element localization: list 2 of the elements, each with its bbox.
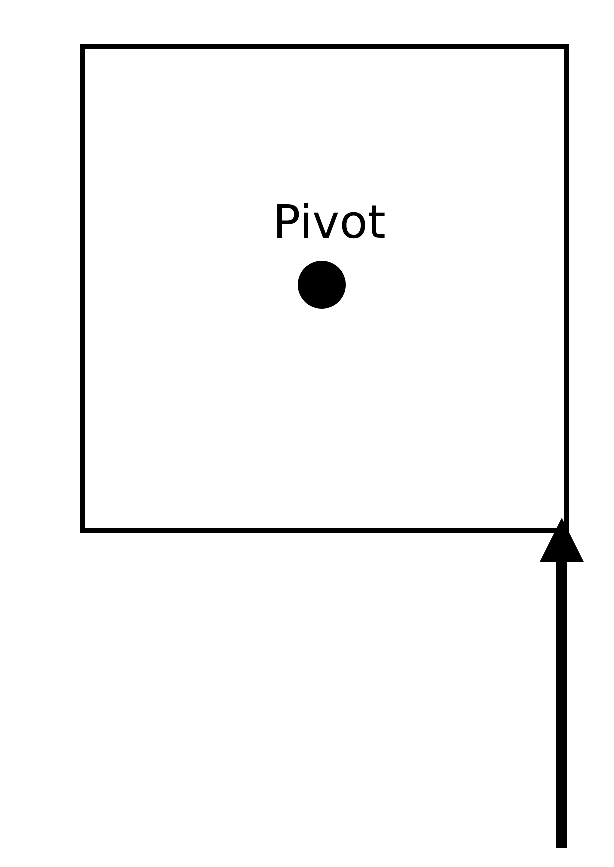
rigid-square-body	[80, 44, 569, 533]
pivot-label: Pivot	[273, 199, 386, 245]
